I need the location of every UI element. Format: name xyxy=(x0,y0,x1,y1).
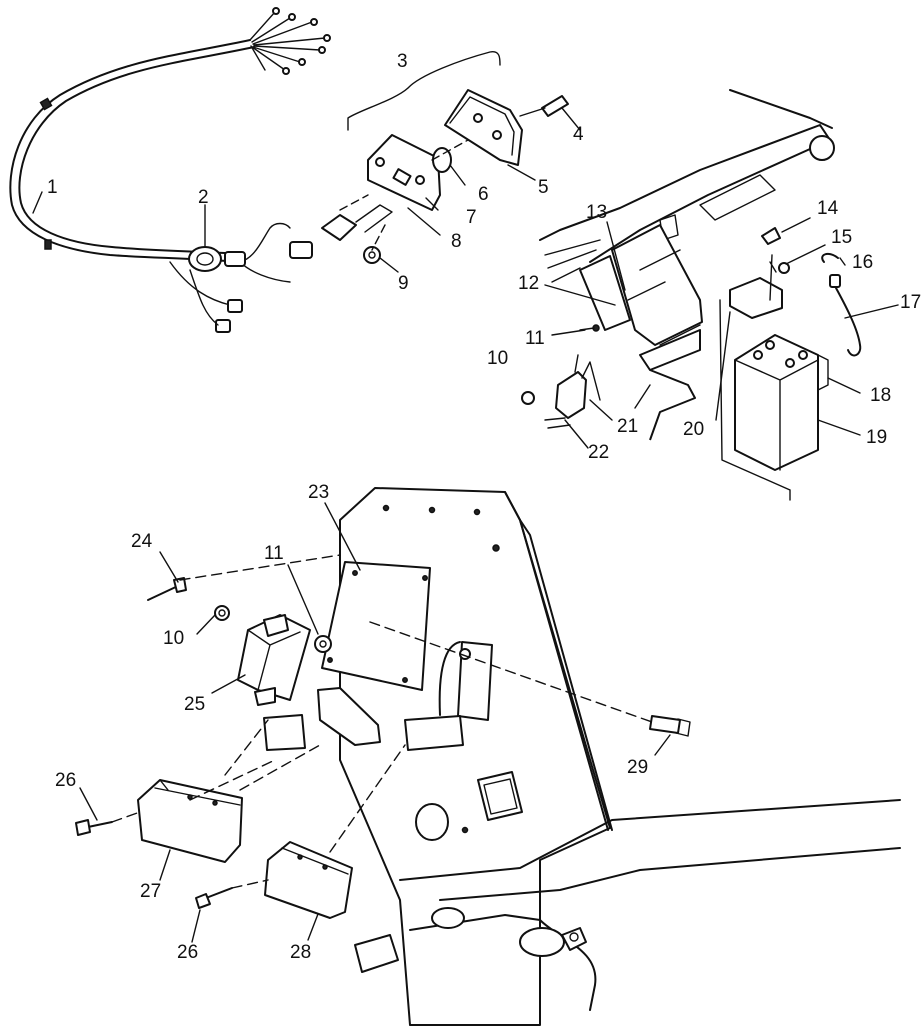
screw-24 xyxy=(147,577,187,601)
callout-labels: 1 2 3 4 5 6 7 8 9 10 11 12 13 14 15 16 1… xyxy=(47,51,921,963)
callout-3: 3 xyxy=(397,51,408,72)
screw-26-lower xyxy=(195,887,233,909)
callout-6: 6 xyxy=(478,184,489,205)
bracket-12 xyxy=(579,255,631,331)
callout-21: 21 xyxy=(617,416,638,437)
screw-29 xyxy=(649,715,691,737)
callout-11-top: 11 xyxy=(525,328,545,349)
bracket-21 xyxy=(649,369,696,441)
nut-9 xyxy=(363,246,381,264)
callout-10-bottom: 10 xyxy=(163,628,184,649)
cover-28 xyxy=(264,841,353,919)
callout-24: 24 xyxy=(131,531,153,552)
cover-27 xyxy=(137,779,243,863)
battery-19 xyxy=(734,334,829,471)
callout-17: 17 xyxy=(900,292,921,313)
callout-22: 22 xyxy=(588,442,609,463)
battery-pad-20 xyxy=(729,277,783,319)
screw-11-top xyxy=(579,324,600,332)
callout-8: 8 xyxy=(451,231,462,252)
frame-lower xyxy=(354,799,901,1011)
vent-tube-17 xyxy=(829,274,862,357)
grommet-11-bottom xyxy=(314,635,332,653)
callout-29: 29 xyxy=(627,757,648,778)
callout-4: 4 xyxy=(573,124,584,145)
callout-1: 1 xyxy=(47,177,58,198)
tail-connector xyxy=(321,204,393,241)
callout-2: 2 xyxy=(198,187,209,208)
callout-16: 16 xyxy=(852,252,873,273)
callout-19: 19 xyxy=(866,427,887,448)
callout-14: 14 xyxy=(817,198,839,219)
nut-10-bottom xyxy=(214,605,230,621)
callout-5: 5 xyxy=(538,177,549,198)
wire-harness xyxy=(9,7,331,333)
callout-25: 25 xyxy=(184,694,205,715)
callout-28: 28 xyxy=(290,942,311,963)
screw-26-upper xyxy=(75,819,113,836)
battery-strap xyxy=(719,299,791,501)
cdi-unit-25 xyxy=(237,614,311,706)
callout-20: 20 xyxy=(683,419,704,440)
frame-rail xyxy=(539,89,835,283)
lower-bracket xyxy=(263,687,381,751)
taillight-bracket-3 xyxy=(347,51,501,131)
cdi-plate-23 xyxy=(321,561,431,691)
callout-26-upper: 26 xyxy=(55,770,76,791)
nut-10-top xyxy=(521,391,535,405)
bolt-14 xyxy=(761,227,781,245)
callout-23: 23 xyxy=(308,482,329,503)
callout-18: 18 xyxy=(870,385,891,406)
callout-15: 15 xyxy=(831,227,852,248)
harness-connector-2 xyxy=(188,246,246,272)
leader-lines xyxy=(32,107,899,943)
tail-lamp-base-8 xyxy=(367,134,441,211)
callout-11-bottom: 11 xyxy=(264,543,284,564)
callout-12: 12 xyxy=(518,273,539,294)
callout-9: 9 xyxy=(398,273,409,294)
regulator-bracket xyxy=(404,641,493,751)
callout-10-top: 10 xyxy=(487,348,508,369)
callout-26-lower: 26 xyxy=(177,942,198,963)
cap-16 xyxy=(821,252,839,263)
callout-7: 7 xyxy=(466,207,477,228)
screw-4 xyxy=(519,95,569,117)
callout-27: 27 xyxy=(140,881,161,902)
callout-13: 13 xyxy=(586,202,607,223)
washer-15 xyxy=(769,254,790,301)
bracket-13 xyxy=(611,224,703,371)
solenoid-22 xyxy=(544,354,601,429)
taillight-housing-5 xyxy=(444,89,523,166)
